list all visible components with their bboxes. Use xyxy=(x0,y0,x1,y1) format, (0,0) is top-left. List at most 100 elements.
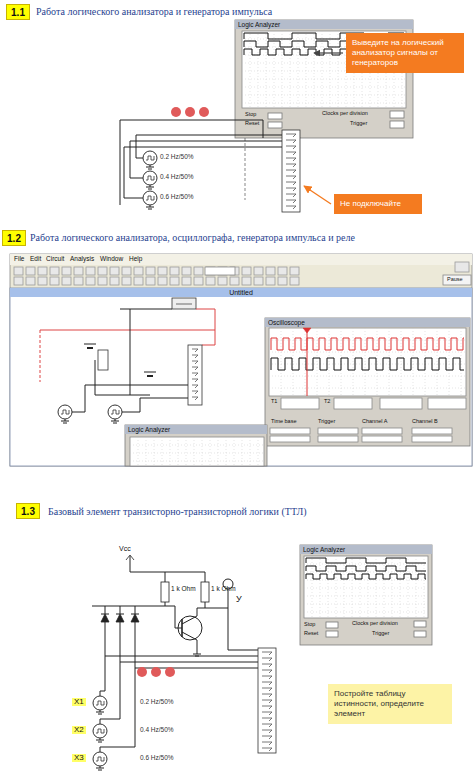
resistor-symbol xyxy=(161,582,169,602)
menu-item: Analysis xyxy=(70,256,94,263)
section-number: 1.1 xyxy=(6,4,30,20)
wire xyxy=(131,614,139,615)
node-text: Untitled xyxy=(10,288,472,297)
wire xyxy=(437,328,438,396)
button-label: Stop xyxy=(304,622,315,628)
diode-symbol xyxy=(131,614,139,622)
marker-dot xyxy=(185,107,195,117)
wire xyxy=(98,770,102,771)
toolbar-icon xyxy=(86,277,95,285)
instrument-window xyxy=(265,318,470,446)
wire xyxy=(146,187,154,188)
wire xyxy=(304,596,428,597)
wire xyxy=(130,309,131,395)
input-box xyxy=(414,621,426,627)
toolbar-icon xyxy=(14,267,23,275)
toolbar-icon xyxy=(146,277,155,285)
input-box xyxy=(390,121,404,128)
wire xyxy=(130,445,264,446)
toolbar-icon xyxy=(254,267,263,275)
wire xyxy=(96,712,104,713)
section-heading: Работа логического анализатора и генерат… xyxy=(36,7,272,18)
control-label: Clocks per division xyxy=(322,111,368,117)
connector-pin xyxy=(262,688,272,691)
signal-trace xyxy=(306,558,426,563)
toolbar-icon xyxy=(74,277,83,285)
wire xyxy=(389,328,390,396)
wire xyxy=(413,328,414,396)
wire xyxy=(258,437,259,466)
toolbar-icon xyxy=(146,267,155,275)
wire xyxy=(304,588,428,589)
wire xyxy=(100,622,105,696)
wire xyxy=(182,602,205,624)
signal-trace xyxy=(306,566,426,571)
wire xyxy=(194,437,195,466)
wire xyxy=(135,606,136,614)
connector-pin xyxy=(286,206,296,209)
pulse-generator xyxy=(143,151,157,165)
instrument-window xyxy=(125,425,267,466)
button-label: Stop xyxy=(245,112,256,118)
pulse-generator xyxy=(143,171,157,185)
wire xyxy=(228,608,258,650)
toolbar-icon xyxy=(38,277,47,285)
pulse-generator xyxy=(93,724,107,738)
wire xyxy=(148,169,152,170)
wire xyxy=(242,87,406,88)
control-label: Time base xyxy=(271,419,296,425)
wire xyxy=(116,614,124,615)
wire xyxy=(176,304,192,305)
pulse-generator xyxy=(61,410,69,414)
connector-pin xyxy=(262,658,272,661)
button-label: Pause xyxy=(447,277,463,283)
input-box xyxy=(414,631,426,637)
connector-pin xyxy=(262,730,272,733)
toolbar-icon xyxy=(218,277,227,285)
input-box xyxy=(390,111,404,118)
wire xyxy=(392,556,393,618)
connector-pin xyxy=(262,718,272,721)
wire xyxy=(304,612,428,613)
readout xyxy=(380,398,422,409)
supply-label: Vcc xyxy=(119,545,131,552)
wire xyxy=(274,31,275,108)
wire xyxy=(202,330,215,345)
control-label: Trigger xyxy=(318,419,335,425)
oscilloscope-icon xyxy=(172,298,196,309)
relay-symbol xyxy=(98,350,108,370)
connector-pin xyxy=(286,194,296,197)
pulse-generator xyxy=(111,410,119,414)
toolbar-icon xyxy=(290,267,299,275)
wire xyxy=(105,656,258,657)
wire xyxy=(170,437,171,466)
input-box xyxy=(362,436,402,442)
toolbar-icon xyxy=(158,277,167,285)
toolbar-icon xyxy=(158,267,167,275)
wire xyxy=(329,328,330,396)
wire xyxy=(234,437,235,466)
toolbar-icon xyxy=(170,267,179,275)
wire xyxy=(202,437,203,466)
wire xyxy=(193,654,201,655)
wire xyxy=(120,606,121,614)
connector-pin xyxy=(192,379,198,382)
wire xyxy=(304,572,428,573)
connector-pin xyxy=(286,164,296,167)
connector-pin xyxy=(262,664,272,667)
control-label: Channel B xyxy=(412,419,438,425)
wire xyxy=(98,714,102,715)
wire xyxy=(182,632,197,652)
pulse-generator xyxy=(58,405,72,419)
wire xyxy=(401,328,402,396)
connector-pin xyxy=(262,736,272,739)
wire xyxy=(317,328,318,396)
wire xyxy=(146,207,154,208)
toolbar-icon xyxy=(278,267,287,275)
button xyxy=(268,122,282,128)
menu-item: Circuit xyxy=(46,256,64,263)
app-window xyxy=(10,254,472,466)
wire xyxy=(266,31,267,108)
input-box xyxy=(412,436,452,442)
menu-item: Window xyxy=(100,256,123,263)
